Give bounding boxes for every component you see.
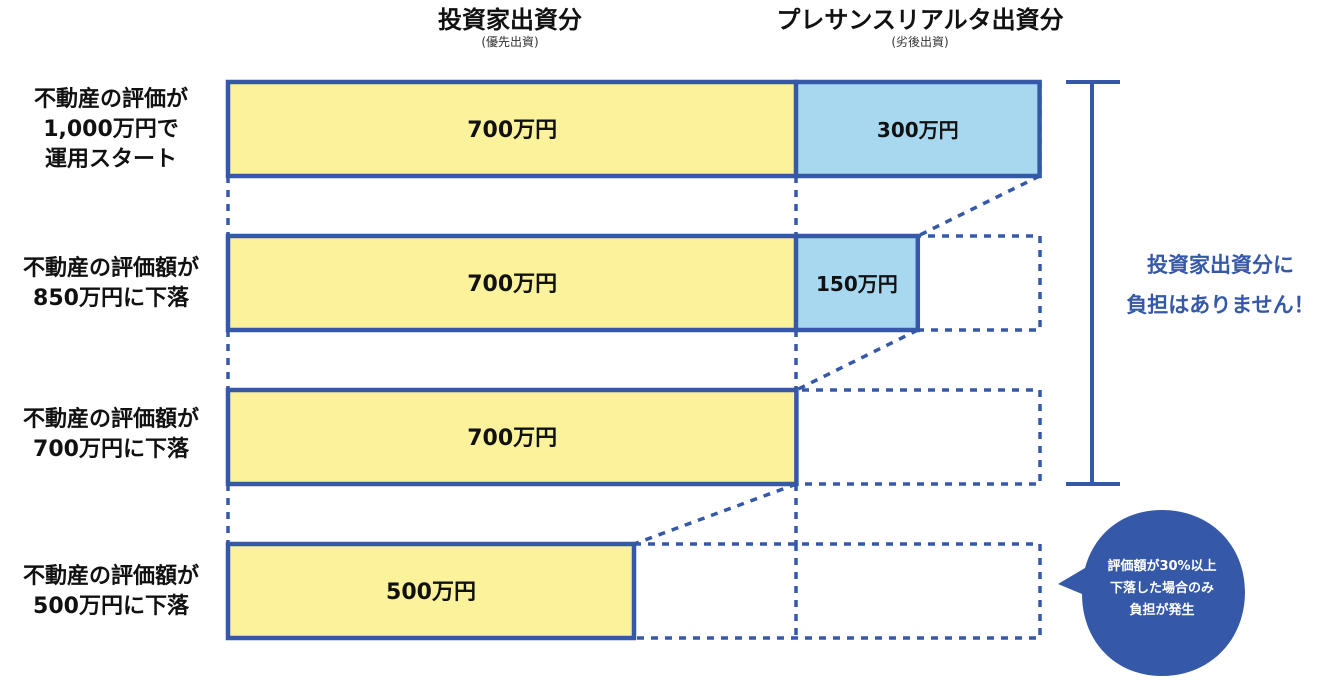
investor-bar-label-2: 700万円 xyxy=(467,272,557,297)
sub-bar-2 xyxy=(793,233,921,333)
presansu-header-sub: (劣後出資) xyxy=(891,35,949,49)
investor-bar-1 xyxy=(225,79,799,179)
no-burden-note: 投資家出資分に負担はありません！ xyxy=(1126,253,1315,317)
sub-bar-label-2: 150万円 xyxy=(816,272,898,296)
connector-diag-2 xyxy=(795,328,919,392)
investor-header: 投資家出資分 (優先出資) xyxy=(400,6,620,50)
investor-bar-3 xyxy=(225,387,799,487)
sub-bar-1 xyxy=(793,79,1042,179)
presansu-header-title: プレサンスリアルタ出資分 xyxy=(776,6,1064,34)
presansu-header: プレサンスリアルタ出資分 (劣後出資) xyxy=(740,6,1100,50)
sub-bar-label-1: 300万円 xyxy=(877,118,959,142)
bubble-text: 評価額が30%以上下落した場合のみ負担が発生 xyxy=(1107,559,1217,618)
investor-bar-label-3: 700万円 xyxy=(467,426,557,451)
investor-bar-label-4: 500万円 xyxy=(386,580,476,605)
connector-diag-1 xyxy=(917,174,1041,238)
connector-diag-3 xyxy=(633,482,798,546)
investor-bar-label-1: 700万円 xyxy=(467,118,557,143)
investor-header-sub: (優先出資) xyxy=(481,35,539,49)
investor-header-title: 投資家出資分 xyxy=(438,6,582,34)
warning-bubble xyxy=(1058,510,1245,676)
investor-bar-2 xyxy=(225,233,799,333)
investor-bar-4 xyxy=(225,541,637,641)
